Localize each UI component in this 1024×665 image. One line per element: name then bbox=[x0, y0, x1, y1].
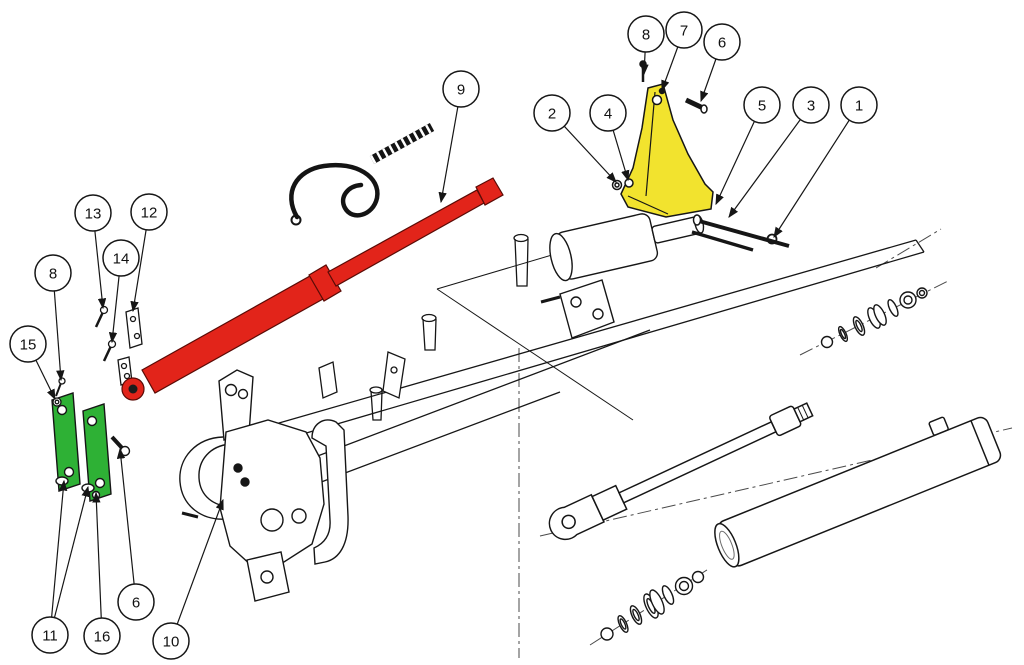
callout-10[interactable]: 10 bbox=[152, 622, 190, 660]
callout-balloon[interactable] bbox=[130, 193, 168, 231]
callout-balloon[interactable] bbox=[533, 94, 571, 132]
callout-balloon[interactable] bbox=[589, 94, 627, 132]
callout-6[interactable]: 6 bbox=[703, 23, 741, 61]
callout-balloon[interactable] bbox=[840, 86, 878, 124]
callout-14[interactable]: 14 bbox=[102, 239, 140, 277]
leader-line bbox=[773, 104, 860, 239]
callout-15[interactable]: 15 bbox=[9, 325, 47, 363]
callout-label: 2 bbox=[548, 106, 556, 123]
callout-16[interactable]: 16 bbox=[83, 617, 121, 655]
callout-1[interactable]: 1 bbox=[840, 86, 878, 124]
leader-line bbox=[49, 479, 68, 636]
leader-line bbox=[92, 491, 103, 637]
callout-4[interactable]: 4 bbox=[589, 94, 627, 132]
seal-kit-lower bbox=[600, 570, 705, 641]
callout-label: 7 bbox=[680, 23, 688, 40]
callout-label: 6 bbox=[718, 35, 726, 52]
hydraulic-hose bbox=[289, 123, 435, 226]
callout-label: 3 bbox=[807, 98, 815, 115]
callout-label: 5 bbox=[758, 98, 766, 115]
callout-balloon[interactable] bbox=[117, 583, 155, 621]
callout-balloon[interactable] bbox=[152, 622, 190, 660]
leader-line bbox=[728, 104, 812, 218]
leader-line bbox=[438, 88, 462, 204]
beam-pins bbox=[318, 233, 529, 421]
callout-5[interactable]: 5 bbox=[743, 86, 781, 124]
callout-label: 14 bbox=[113, 251, 130, 268]
callout-balloon[interactable] bbox=[102, 239, 140, 277]
actuator-assembly bbox=[540, 213, 705, 339]
callout-label: 10 bbox=[163, 634, 180, 651]
callout-label: 9 bbox=[457, 82, 465, 99]
hydraulic-cylinder bbox=[121, 177, 504, 401]
mast-bracket bbox=[611, 60, 790, 252]
callout-balloon[interactable] bbox=[9, 325, 47, 363]
callout-label: 16 bbox=[94, 629, 111, 646]
seal-kit-upper bbox=[820, 287, 928, 349]
callout-label: 8 bbox=[642, 27, 650, 44]
callout-3[interactable]: 3 bbox=[792, 86, 830, 124]
callout-balloon[interactable] bbox=[34, 254, 72, 292]
callout-9[interactable]: 9 bbox=[442, 70, 480, 108]
callout-balloon[interactable] bbox=[665, 11, 703, 49]
callout-7[interactable]: 7 bbox=[665, 11, 703, 49]
leader-line bbox=[49, 485, 90, 636]
cylinder-barrel bbox=[714, 416, 1002, 568]
callout-label: 11 bbox=[42, 628, 58, 645]
callout-12[interactable]: 12 bbox=[130, 193, 168, 231]
callouts-layer: 8 7 6 2 4 5 3 1 9 13 12 14 8 15 11 16 6 10 bbox=[9, 11, 878, 660]
hitch-casting bbox=[179, 369, 349, 602]
callout-balloon[interactable] bbox=[703, 23, 741, 61]
leader-line bbox=[170, 498, 224, 642]
callout-label: 6 bbox=[132, 595, 140, 612]
callout-13[interactable]: 13 bbox=[74, 194, 112, 232]
callout-8[interactable]: 8 bbox=[34, 254, 72, 292]
callout-label: 4 bbox=[604, 106, 612, 123]
callout-label: 15 bbox=[20, 337, 37, 354]
callout-label: 1 bbox=[855, 98, 863, 115]
leader-line bbox=[116, 447, 137, 603]
callout-2[interactable]: 2 bbox=[533, 94, 571, 132]
callout-balloon[interactable] bbox=[743, 86, 781, 124]
callout-balloon[interactable] bbox=[792, 86, 830, 124]
cylinder-rod bbox=[548, 402, 814, 541]
callout-6[interactable]: 6 bbox=[117, 583, 155, 621]
callout-11[interactable]: 11 bbox=[31, 616, 69, 654]
callout-balloon[interactable] bbox=[31, 616, 69, 654]
callout-label: 13 bbox=[85, 206, 102, 223]
callout-balloon[interactable] bbox=[442, 70, 480, 108]
callout-8[interactable]: 8 bbox=[627, 15, 665, 53]
callout-label: 12 bbox=[141, 205, 158, 222]
callout-label: 8 bbox=[49, 266, 57, 283]
callout-balloon[interactable] bbox=[74, 194, 112, 232]
callout-balloon[interactable] bbox=[83, 617, 121, 655]
callout-balloon[interactable] bbox=[627, 15, 665, 53]
